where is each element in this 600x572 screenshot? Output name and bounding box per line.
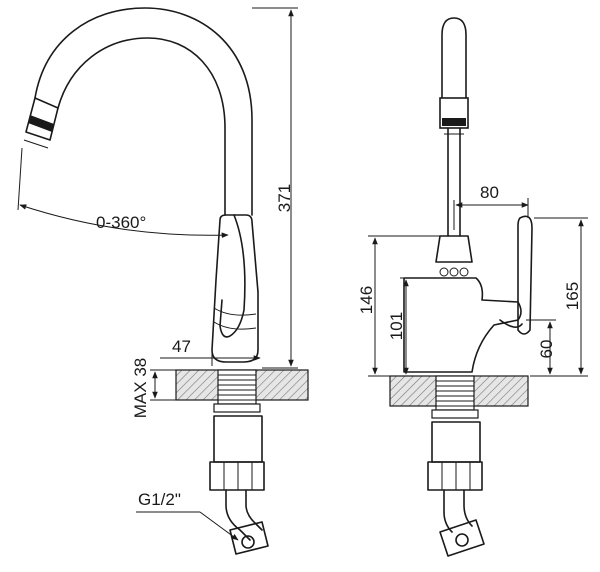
max-thickness-label: MAX 38 (131, 358, 150, 418)
spout-tube-right (441, 17, 467, 101)
lever-handle-right (517, 215, 533, 335)
width-label-47: 47 (172, 337, 191, 356)
hose-fitting-left (229, 521, 269, 555)
thread-size-label: G1/2" (138, 490, 181, 509)
left-view: 371 0-360° 47 MAX 38 G1/2" (17, 7, 309, 555)
inner-height-label-101: 101 (387, 312, 406, 340)
faucet-body-right (403, 277, 522, 373)
lever-handle (219, 214, 246, 338)
hose-fitting-right (439, 519, 485, 557)
body-height-label-146: 146 (357, 286, 376, 314)
rotation-label: 0-360° (96, 213, 146, 232)
mounting-nut-right (431, 421, 481, 463)
spout-reach-label-80: 80 (480, 183, 499, 202)
spout-outer (34, 7, 253, 216)
rotation-arc (19, 204, 229, 238)
height-label-371: 371 (275, 184, 294, 212)
lever-height-label-60: 60 (537, 340, 556, 359)
spout-inner (57, 37, 226, 216)
threaded-shank-right (435, 375, 475, 411)
threaded-shank-left (217, 369, 257, 405)
mounting-nut-left (213, 415, 263, 463)
hose-right (443, 489, 453, 533)
right-view: 80 146 101 165 60 (357, 17, 588, 557)
handle-height-label-165: 165 (563, 282, 582, 310)
hose-left (225, 489, 251, 541)
faucet-body (211, 214, 259, 363)
aerator-band (28, 115, 54, 132)
